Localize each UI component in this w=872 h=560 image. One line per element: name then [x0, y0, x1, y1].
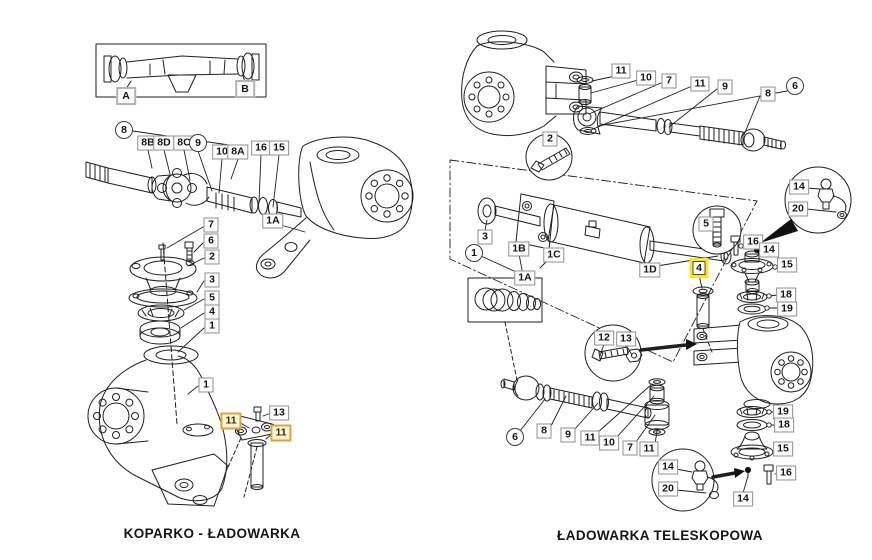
axle-shaft-drawing: [85, 161, 302, 218]
callout-left-4[interactable]: 4: [204, 304, 220, 320]
callout-right-6[interactable]: 6: [786, 77, 804, 95]
callout-right-15[interactable]: 15: [777, 257, 797, 273]
callout-right-19[interactable]: 19: [777, 301, 797, 317]
tele-upper-knuckle-drawing: [461, 30, 587, 137]
callout-right-7[interactable]: 7: [622, 440, 638, 456]
caption-right: ŁADOWARKA TELESKOPOWA: [557, 528, 763, 543]
callout-right-13[interactable]: 13: [616, 331, 636, 347]
callout-left-b[interactable]: B: [235, 80, 255, 98]
callout-right-20[interactable]: 20: [788, 201, 808, 217]
callout-right-4[interactable]: 4: [689, 258, 709, 278]
callout-right-1b[interactable]: 1B: [508, 241, 530, 257]
callout-right-11[interactable]: 11: [611, 63, 631, 79]
callout-right-20[interactable]: 20: [658, 481, 678, 497]
callout-right-14[interactable]: 14: [733, 491, 753, 507]
bolt-detail-2: [525, 133, 573, 181]
callout-right-7[interactable]: 7: [661, 73, 677, 89]
callout-right-18[interactable]: 18: [776, 287, 796, 303]
callout-left-11[interactable]: 11: [270, 424, 292, 442]
callout-right-15[interactable]: 15: [773, 441, 793, 457]
callout-right-9[interactable]: 9: [560, 427, 576, 443]
callout-right-6[interactable]: 6: [506, 428, 524, 446]
callout-left-8d[interactable]: 8D: [153, 135, 175, 151]
callout-right-12[interactable]: 12: [594, 330, 614, 346]
callout-right-16[interactable]: 16: [743, 234, 763, 250]
callout-right-18[interactable]: 18: [774, 417, 794, 433]
callout-left-1[interactable]: 1: [198, 377, 214, 393]
callout-left-2[interactable]: 2: [204, 249, 220, 265]
callout-left-6[interactable]: 6: [203, 233, 219, 249]
callout-left-13[interactable]: 13: [269, 405, 289, 421]
callout-left-9[interactable]: 9: [189, 134, 207, 152]
callout-right-16[interactable]: 16: [776, 465, 796, 481]
callout-right-11[interactable]: 11: [580, 430, 600, 446]
callout-left-15[interactable]: 15: [269, 140, 289, 156]
callout-right-8[interactable]: 8: [536, 423, 552, 439]
callout-right-5[interactable]: 5: [698, 216, 714, 232]
assembly-boundary: [449, 159, 758, 363]
callout-right-1[interactable]: 1: [465, 244, 483, 262]
callout-left-11[interactable]: 11: [220, 412, 242, 430]
callout-right-10[interactable]: 10: [599, 435, 619, 451]
callout-left-a[interactable]: A: [116, 87, 136, 105]
callout-right-14[interactable]: 14: [658, 459, 678, 475]
tele-bottom-rod-drawing: [500, 375, 670, 436]
callout-left-8[interactable]: 8: [115, 121, 133, 139]
callout-right-2[interactable]: 2: [542, 131, 558, 147]
callout-left-16[interactable]: 16: [251, 140, 271, 156]
tele-lower-knuckle-drawing: [693, 315, 814, 409]
caption-left: KOPARKO - ŁADOWARKA: [123, 526, 301, 541]
callout-right-14[interactable]: 14: [789, 179, 809, 195]
callout-left-3[interactable]: 3: [204, 272, 220, 288]
upper-knuckle-drawing: [255, 136, 414, 279]
seal-kit-drawing: [467, 277, 543, 381]
callout-left-1a[interactable]: 1A: [262, 213, 284, 229]
callout-right-3[interactable]: 3: [477, 229, 493, 245]
callout-right-10[interactable]: 10: [636, 70, 656, 86]
callout-left-8a[interactable]: 8A: [227, 144, 249, 160]
callout-left-1[interactable]: 1: [204, 318, 220, 334]
callout-left-8c[interactable]: 8C: [173, 135, 195, 151]
callout-left-5[interactable]: 5: [204, 290, 220, 306]
callout-right-8[interactable]: 8: [760, 86, 776, 102]
callout-right-11[interactable]: 11: [639, 441, 659, 457]
callout-right-1d[interactable]: 1D: [639, 262, 661, 278]
callout-right-11[interactable]: 11: [690, 76, 710, 92]
callout-right-9[interactable]: 9: [717, 79, 733, 95]
tele-top-rod-drawing: [573, 76, 786, 152]
callout-right-14[interactable]: 14: [759, 242, 779, 258]
detail-arrow: [639, 339, 697, 352]
callout-right-1c[interactable]: 1C: [543, 247, 565, 263]
callout-left-7[interactable]: 7: [203, 217, 219, 233]
callout-right-1a[interactable]: 1A: [514, 270, 536, 286]
